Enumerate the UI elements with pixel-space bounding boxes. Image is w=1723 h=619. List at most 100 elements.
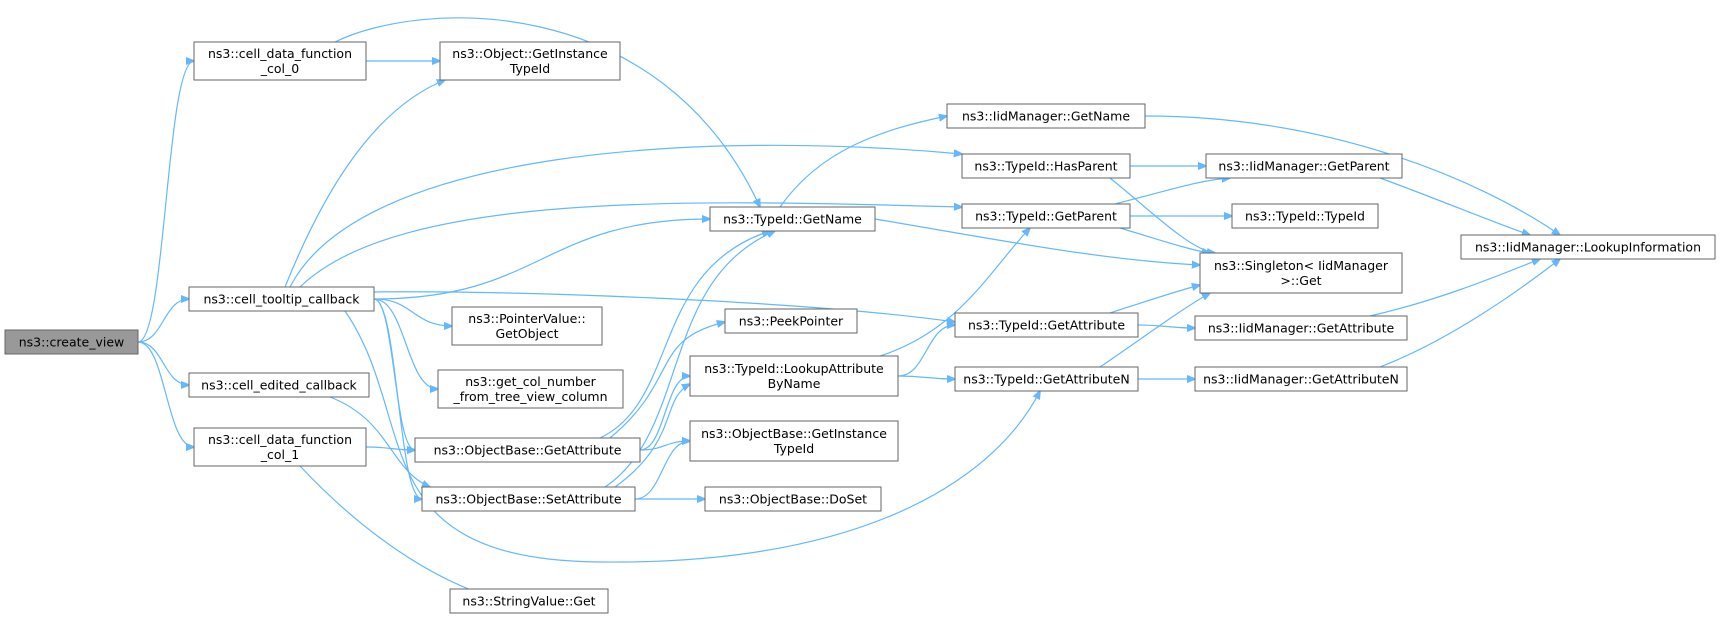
edge-tid_lookup-to-tid_getattr bbox=[897, 325, 955, 377]
edge-create_view-to-edited bbox=[137, 341, 189, 385]
node-tid_hasparent[interactable]: ns3::TypeId::HasParent bbox=[961, 153, 1131, 179]
edge-create_view-to-cdf0 bbox=[137, 61, 194, 343]
node-label: ns3::TypeId::GetName bbox=[723, 212, 862, 227]
node-iid_getattr[interactable]: ns3::IidManager::GetAttribute bbox=[1194, 315, 1408, 341]
node-label: ByName bbox=[768, 376, 821, 391]
node-label: ns3::TypeId::GetAttributeN bbox=[963, 372, 1129, 387]
node-tid_getattrn[interactable]: ns3::TypeId::GetAttributeN bbox=[954, 366, 1139, 392]
node-box bbox=[954, 312, 1139, 338]
node-box bbox=[689, 355, 899, 397]
node-tooltip[interactable]: ns3::cell_tooltip_callback bbox=[188, 286, 375, 312]
edge-tooltip-to-ptr_getobj bbox=[373, 298, 452, 326]
edge-tid_getname-to-iid_getname bbox=[779, 116, 947, 208]
nodes: ns3::create_viewns3::cell_data_function_… bbox=[4, 41, 1716, 614]
node-iid_getparent[interactable]: ns3::IidManager::GetParent bbox=[1205, 153, 1403, 179]
node-box bbox=[1199, 252, 1403, 294]
node-label: ns3::IidManager::GetParent bbox=[1218, 159, 1389, 174]
node-box bbox=[946, 103, 1146, 129]
node-label: ns3::StringValue::Get bbox=[462, 594, 595, 609]
node-box bbox=[704, 486, 882, 512]
node-iid_lookup[interactable]: ns3::IidManager::LookupInformation bbox=[1460, 234, 1716, 260]
node-label: ns3::create_view bbox=[19, 335, 125, 350]
edge-ob_setattr-to-ob_git bbox=[634, 441, 690, 500]
node-label: _col_1 bbox=[260, 447, 299, 462]
node-getcol[interactable]: ns3::get_col_number_from_tree_view_colum… bbox=[437, 369, 624, 409]
node-label: ns3::PointerValue:: bbox=[468, 311, 585, 326]
node-tid_getattr[interactable]: ns3::TypeId::GetAttribute bbox=[954, 312, 1139, 338]
edge-tid_getattr-to-iid_getattr bbox=[1137, 325, 1195, 328]
node-label: ns3::TypeId::HasParent bbox=[974, 159, 1117, 174]
edge-tooltip-to-tid_getattrn bbox=[344, 310, 1040, 563]
node-box bbox=[439, 41, 621, 81]
node-edited[interactable]: ns3::cell_edited_callback bbox=[188, 372, 370, 398]
edge-edited-to-ob_setattr bbox=[329, 396, 430, 487]
edges bbox=[137, 17, 1560, 600]
edge-tooltip-to-tid_getattr bbox=[373, 291, 955, 322]
node-label: ns3::IidManager::GetName bbox=[962, 109, 1130, 124]
node-label: ns3::cell_edited_callback bbox=[201, 378, 357, 393]
node-strval_get[interactable]: ns3::StringValue::Get bbox=[449, 588, 609, 614]
node-box bbox=[709, 206, 876, 232]
node-label: ns3::cell_tooltip_callback bbox=[204, 292, 361, 307]
node-ptr_getobj[interactable]: ns3::PointerValue::GetObject bbox=[451, 306, 603, 346]
edge-tid_getattr-to-singleton bbox=[1109, 285, 1200, 314]
node-label: ns3::cell_data_function bbox=[208, 432, 352, 447]
node-singleton[interactable]: ns3::Singleton< IidManager>::Get bbox=[1199, 252, 1403, 294]
edge-tooltip-to-tid_getparent bbox=[299, 202, 962, 288]
edge-tid_getattrn-to-singleton bbox=[1099, 293, 1210, 368]
node-box bbox=[188, 372, 370, 398]
edge-tid_getparent-to-singleton bbox=[1119, 227, 1210, 253]
node-peek[interactable]: ns3::PeekPointer bbox=[724, 308, 858, 334]
node-label: ns3::cell_data_function bbox=[208, 46, 352, 61]
node-label: ns3::ObjectBase::GetInstance bbox=[701, 426, 887, 441]
edge-tooltip-to-tid_getname bbox=[373, 219, 710, 300]
node-box bbox=[961, 203, 1131, 229]
node-box bbox=[961, 153, 1131, 179]
node-box bbox=[689, 420, 899, 462]
edge-ob_setattr-to-tid_lookup bbox=[614, 384, 690, 488]
node-label: ns3::Singleton< IidManager bbox=[1214, 258, 1389, 273]
edge-cdf0-to-tid_getname bbox=[334, 17, 760, 207]
node-ob_getattr[interactable]: ns3::ObjectBase::GetAttribute bbox=[414, 437, 641, 463]
node-box bbox=[1205, 153, 1403, 179]
node-tid_getparent[interactable]: ns3::TypeId::GetParent bbox=[961, 203, 1131, 229]
node-iid_getattrn[interactable]: ns3::IidManager::GetAttributeN bbox=[1194, 366, 1408, 392]
node-create_view[interactable]: ns3::create_view bbox=[4, 329, 139, 355]
node-box bbox=[193, 427, 367, 467]
node-label: ns3::get_col_number bbox=[465, 374, 596, 389]
node-box bbox=[193, 41, 367, 81]
edge-tooltip-to-getcol bbox=[373, 298, 438, 389]
edge-ob_getattr-to-tid_getname bbox=[599, 231, 770, 439]
node-label: ns3::IidManager::GetAttribute bbox=[1208, 321, 1395, 336]
node-box bbox=[188, 286, 375, 312]
node-cdf1[interactable]: ns3::cell_data_function_col_1 bbox=[193, 427, 367, 467]
node-label: ns3::ObjectBase::GetAttribute bbox=[434, 443, 622, 458]
node-box bbox=[414, 437, 641, 463]
edge-tid_getparent-to-iid_getparent bbox=[1114, 178, 1230, 205]
node-box bbox=[1231, 203, 1379, 229]
node-ob_setattr[interactable]: ns3::ObjectBase::SetAttribute bbox=[421, 486, 636, 512]
node-box bbox=[451, 306, 603, 346]
node-label: _col_0 bbox=[260, 61, 299, 76]
edge-tooltip-to-tid_hasparent bbox=[289, 144, 962, 288]
node-label: ns3::ObjectBase::SetAttribute bbox=[435, 492, 621, 507]
node-label: _from_tree_view_column bbox=[452, 389, 607, 404]
node-label: ns3::IidManager::GetAttributeN bbox=[1203, 372, 1399, 387]
node-label: ns3::PeekPointer bbox=[739, 314, 844, 329]
node-ob_doset[interactable]: ns3::ObjectBase::DoSet bbox=[704, 486, 882, 512]
node-cdf0[interactable]: ns3::cell_data_function_col_0 bbox=[193, 41, 367, 81]
node-tid_typeid[interactable]: ns3::TypeId::TypeId bbox=[1231, 203, 1379, 229]
edge-ob_getattr-to-peek bbox=[609, 322, 725, 439]
node-label: ns3::TypeId::GetAttribute bbox=[968, 318, 1125, 333]
edge-cdf1-to-ob_getattr bbox=[365, 447, 415, 450]
node-label: ns3::TypeId::GetParent bbox=[975, 209, 1117, 224]
node-box bbox=[954, 366, 1139, 392]
node-box bbox=[1194, 315, 1408, 341]
node-tid_getname[interactable]: ns3::TypeId::GetName bbox=[709, 206, 876, 232]
node-label: ns3::TypeId::TypeId bbox=[1245, 209, 1365, 224]
node-iid_getname[interactable]: ns3::IidManager::GetName bbox=[946, 103, 1146, 129]
